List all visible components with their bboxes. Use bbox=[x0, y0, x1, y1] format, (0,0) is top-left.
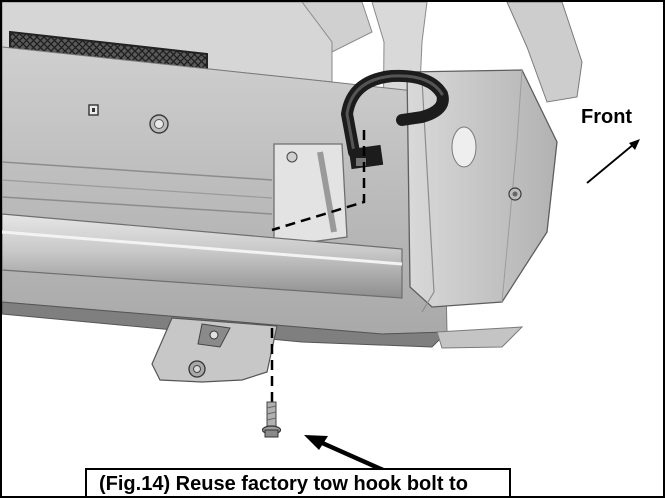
figure-caption-box: (Fig.14) Reuse factory tow hook bolt to bbox=[85, 468, 511, 496]
bumper-end-cap bbox=[406, 69, 558, 308]
mount-plate bbox=[273, 143, 348, 248]
tow-hook-bolt bbox=[261, 401, 282, 438]
tubular-bar bbox=[2, 213, 403, 299]
upright-tube-back bbox=[506, 2, 583, 103]
alignment-dashes bbox=[271, 130, 366, 232]
bumper-top-surface bbox=[2, 2, 333, 83]
front-direction-arrow bbox=[586, 143, 635, 184]
figure-caption: (Fig.14) Reuse factory tow hook bolt to bbox=[99, 473, 468, 495]
front-direction-label: Front bbox=[581, 106, 633, 128]
lower-tow-bracket bbox=[151, 317, 278, 383]
